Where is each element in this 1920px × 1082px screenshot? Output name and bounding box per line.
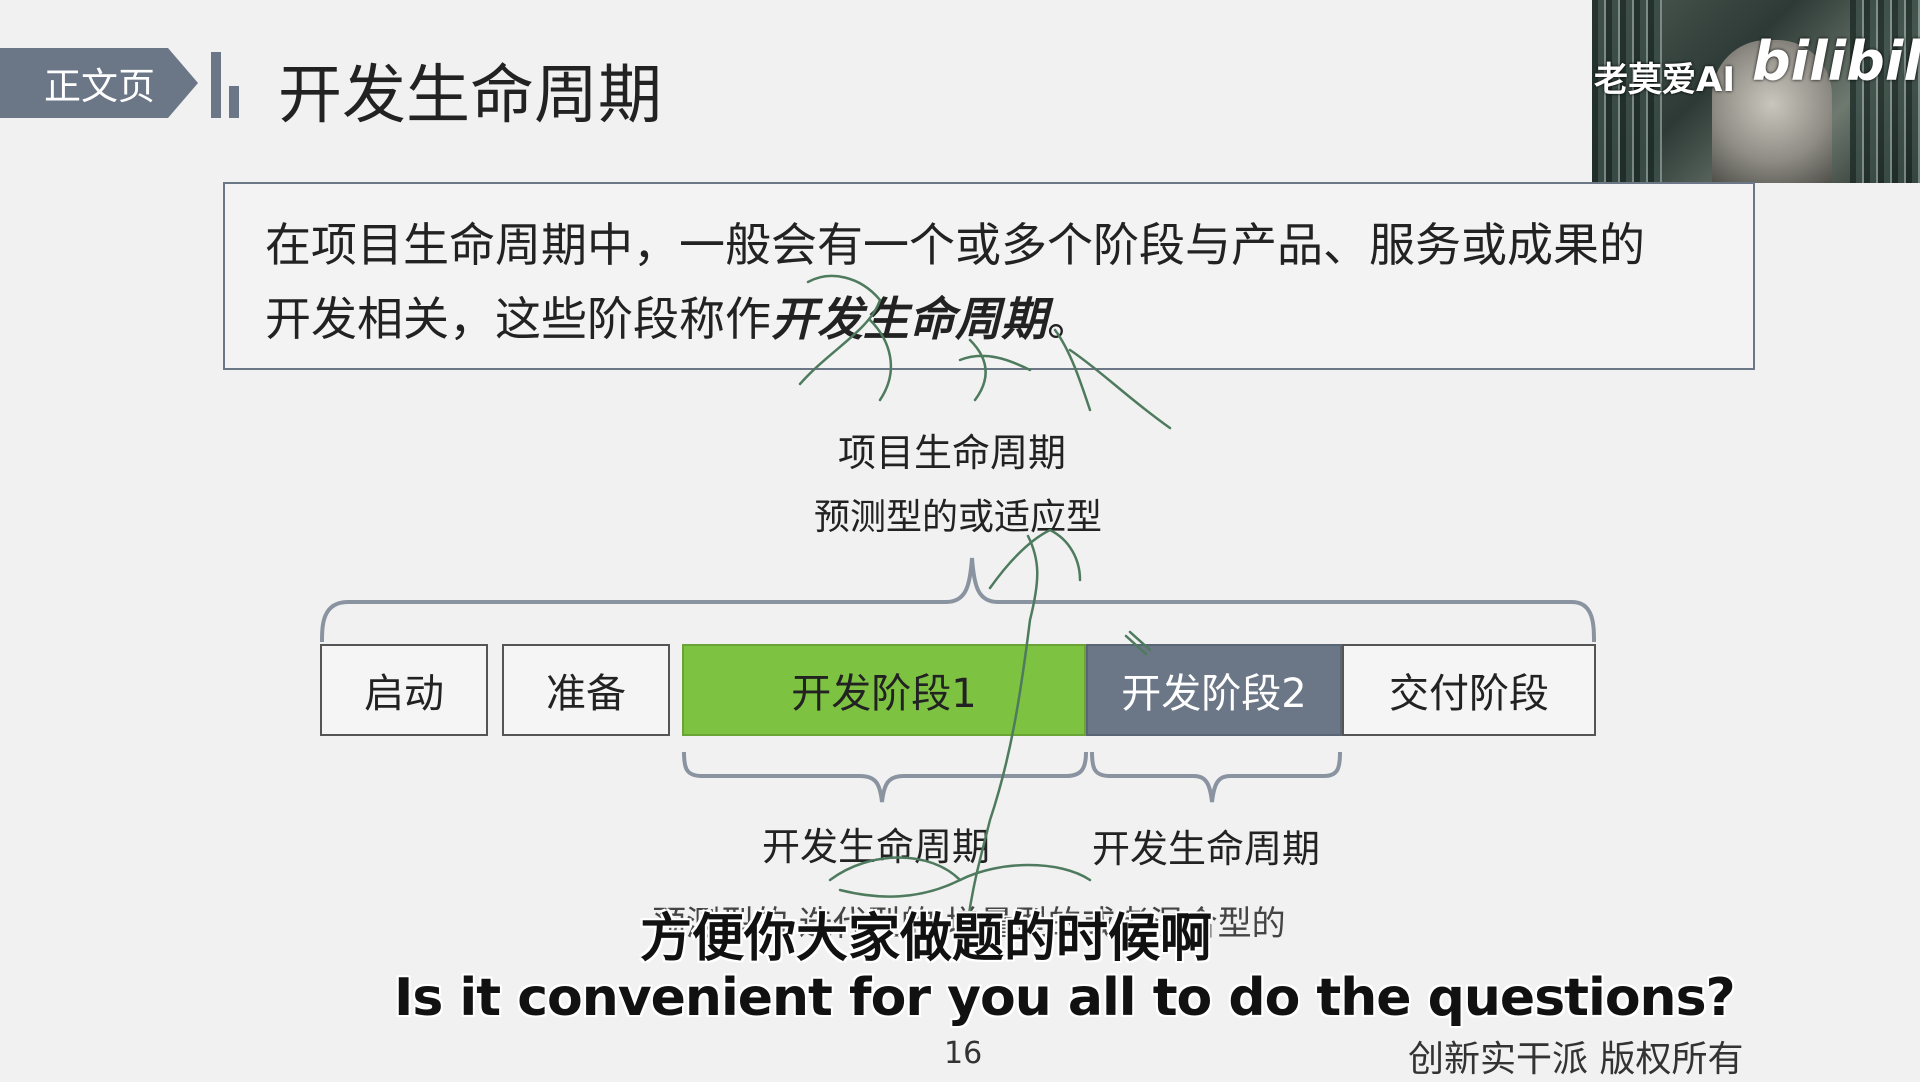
phase-prepare: 准备 (502, 644, 670, 736)
project-lifecycle-label: 项目生命周期 (838, 431, 1067, 475)
definition-text: 开发相关，这些阶段称作 (265, 292, 771, 346)
page-number: 16 (944, 1036, 983, 1071)
title-bar-decoration (229, 86, 239, 118)
project-lifecycle-sublabel: 预测型的或适应型 (814, 497, 1103, 538)
subtitle-chinese: 方便你大家做题的时候啊 (640, 909, 1213, 969)
section-tag: 正文页 (0, 48, 198, 118)
title-bar-decoration (211, 52, 221, 118)
copyright-notice: 创新实干派 版权所有 (1408, 1039, 1744, 1080)
phase-dev-1: 开发阶段1 (682, 644, 1086, 736)
definition-emphasis: 开发生命周期 (771, 292, 1047, 346)
phase-dev-2: 开发阶段2 (1086, 644, 1342, 736)
definition-end: 。 (1047, 292, 1093, 346)
phase-label: 开发阶段2 (1121, 671, 1307, 717)
dev-lifecycle-label-1: 开发生命周期 (762, 825, 991, 869)
bookshelf-image (1850, 0, 1920, 183)
bookshelf-image (1592, 0, 1662, 183)
definition-line-1: 在项目生命周期中，一般会有一个或多个阶段与产品、服务或成果的 (265, 218, 1645, 272)
phase-delivery: 交付阶段 (1342, 644, 1596, 736)
webcam-overlay: 老莫爱AI bilibili (1592, 0, 1920, 183)
section-tag-label: 正文页 (44, 65, 155, 108)
dev-lifecycle-label-2: 开发生命周期 (1092, 827, 1321, 871)
page-title: 开发生命周期 (278, 59, 662, 133)
phase-label: 启动 (364, 671, 444, 717)
phase-initiate: 启动 (320, 644, 488, 736)
bottom-braces (682, 751, 1342, 803)
presenter-image (1712, 40, 1832, 183)
definition-box: 在项目生命周期中，一般会有一个或多个阶段与产品、服务或成果的 开发相关，这些阶段… (223, 182, 1755, 370)
phase-label: 交付阶段 (1389, 671, 1549, 717)
bilibili-logo: bilibili (1752, 30, 1920, 93)
phase-label: 准备 (546, 671, 626, 717)
subtitle-english: Is it convenient for you all to do the q… (394, 968, 1736, 1028)
phase-label: 开发阶段1 (791, 671, 977, 717)
definition-line-2: 开发相关，这些阶段称作开发生命周期。 (265, 282, 1713, 356)
channel-watermark: 老莫爱AI (1594, 60, 1735, 100)
top-brace (320, 557, 1596, 643)
